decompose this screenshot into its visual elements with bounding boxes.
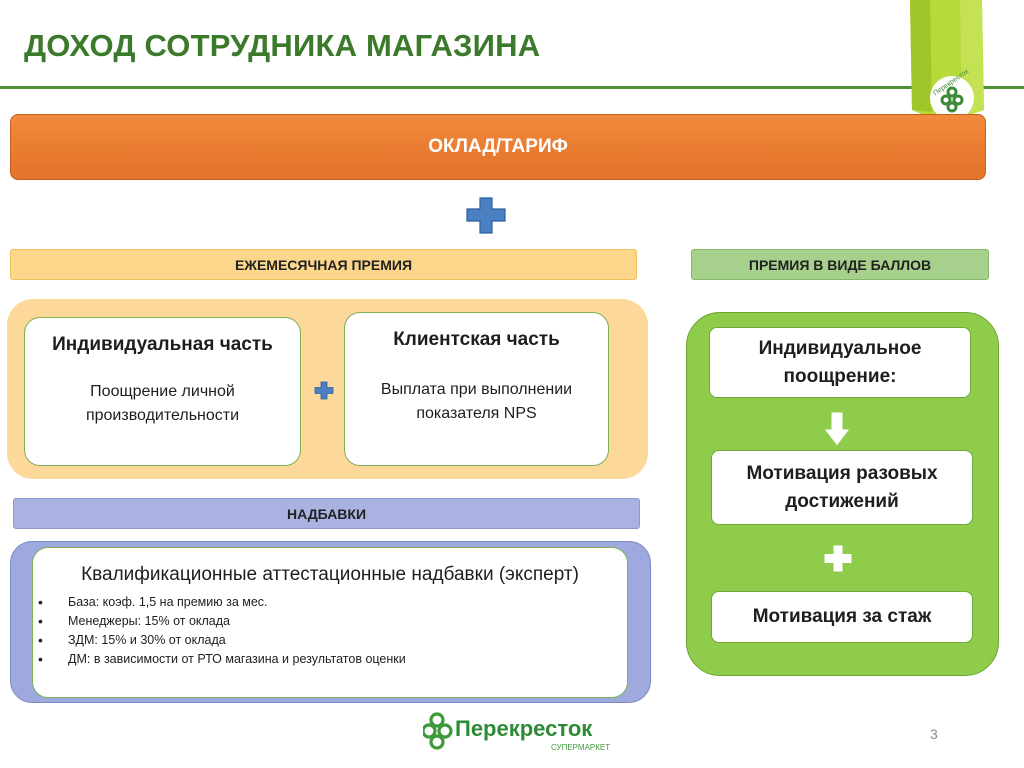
individual-reward-label: Индивидуальное поощрение:	[758, 337, 922, 387]
allowances-title: Квалификационные аттестационные надбавки…	[81, 564, 579, 585]
seniority-motivation-label: Мотивация за стаж	[752, 606, 932, 627]
small-plus-icon	[314, 381, 334, 400]
list-item: База: коэф. 1,5 на премию за мес.	[33, 593, 627, 612]
bookmark-ribbon: Перекресток	[910, 0, 984, 122]
individual-part-box: Индивидуальная часть Поощрение личной пр…	[24, 317, 301, 466]
seniority-motivation-box: Мотивация за стаж	[711, 591, 973, 643]
allowances-header-label: НАДБАВКИ	[286, 505, 367, 522]
page-title: ДОХОД СОТРУДНИКА МАГАЗИНА	[24, 28, 541, 63]
individual-part-description: Поощрение личной производительности	[85, 383, 240, 424]
list-item: ДМ: в зависимости от РТО магазина и резу…	[33, 650, 627, 669]
individual-reward-box: Индивидуальное поощрение:	[709, 327, 971, 398]
salary-bar: ОКЛАД/ТАРИФ	[10, 114, 986, 180]
allowances-header: НАДБАВКИ	[13, 498, 640, 529]
perekrestok-logo: Перекресток СУПЕРМАРКЕТ	[423, 712, 610, 752]
client-part-description: Выплата при выполнении показателя NPS	[380, 381, 573, 422]
salary-label: ОКЛАД/ТАРИФ	[428, 136, 568, 157]
client-part-box: Клиентская часть Выплата при выполнении …	[344, 312, 609, 466]
plus-icon	[466, 197, 506, 234]
list-item: ЗДМ: 15% и 30% от оклада	[33, 631, 627, 650]
individual-part-title: Индивидуальная часть	[52, 334, 273, 355]
allowances-box: Квалификационные аттестационные надбавки…	[32, 547, 628, 698]
white-plus-icon	[823, 544, 853, 573]
points-bonus-header: ПРЕМИЯ В ВИДЕ БАЛЛОВ	[691, 249, 989, 280]
points-bonus-header-label: ПРЕМИЯ В ВИДЕ БАЛЛОВ	[748, 256, 932, 273]
monthly-bonus-header: ЕЖЕМЕСЯЧНАЯ ПРЕМИЯ	[10, 249, 637, 280]
list-item: Менеджеры: 15% от оклада	[33, 612, 627, 631]
logo-brand-text: Перекресток	[455, 716, 593, 741]
title-divider	[0, 86, 1024, 89]
client-part-title: Клиентская часть	[393, 329, 560, 350]
monthly-bonus-header-label: ЕЖЕМЕСЯЧНАЯ ПРЕМИЯ	[234, 256, 413, 273]
ribbon-logo-icon	[930, 76, 974, 120]
page-number: 3	[930, 726, 938, 742]
one-time-achievement-box: Мотивация разовых достижений	[711, 450, 973, 525]
one-time-achievement-label: Мотивация разовых достижений	[746, 462, 938, 512]
logo-icon	[423, 712, 453, 750]
arrow-down-icon	[823, 411, 851, 447]
logo-sub-text: СУПЕРМАРКЕТ	[551, 743, 610, 752]
allowances-list: База: коэф. 1,5 на премию за мес. Менедж…	[33, 593, 627, 669]
